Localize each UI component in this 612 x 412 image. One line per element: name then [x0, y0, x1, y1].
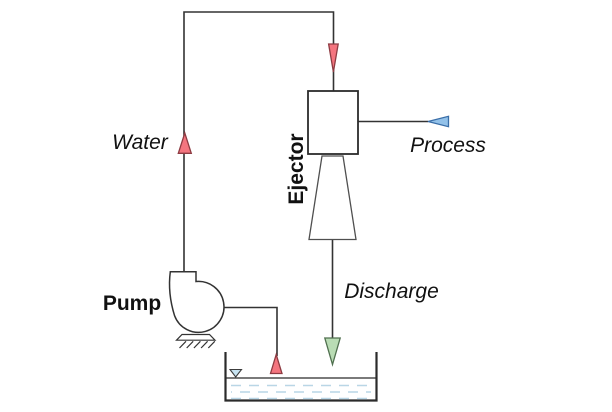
ground-hatch: [200, 340, 209, 349]
pump-label: Pump: [102, 292, 162, 315]
pump-symbol: [168, 271, 225, 334]
motive-flow-down-arrow-icon: [327, 43, 339, 73]
suction-flow-up-arrow-icon: [269, 352, 283, 375]
ejector-body: [307, 90, 359, 155]
tank: [224, 352, 378, 402]
process-label: Process: [410, 134, 486, 157]
ground-hatch: [207, 340, 216, 349]
ejector-diffuser: [308, 155, 357, 241]
ground-hatch: [193, 340, 201, 349]
discharge-flow-down-arrow-icon: [323, 337, 342, 367]
discharge-label: Discharge: [344, 280, 439, 303]
pump-foot: [175, 333, 217, 341]
water-flow-up-arrow-icon: [177, 130, 193, 154]
liquid-level-marker-icon: [228, 368, 243, 378]
process-inlet-arrow-icon: [427, 115, 450, 128]
ground-hatch: [179, 340, 187, 349]
suction-pipe: [199, 306, 278, 356]
flow-arrows: [177, 43, 450, 375]
liquid-fill-dashes: [231, 384, 371, 400]
pump-base-ground: [175, 333, 217, 349]
ejector-label: Ejector: [285, 133, 308, 205]
ground-hatch: [186, 340, 194, 349]
water-label: Water: [112, 131, 168, 154]
